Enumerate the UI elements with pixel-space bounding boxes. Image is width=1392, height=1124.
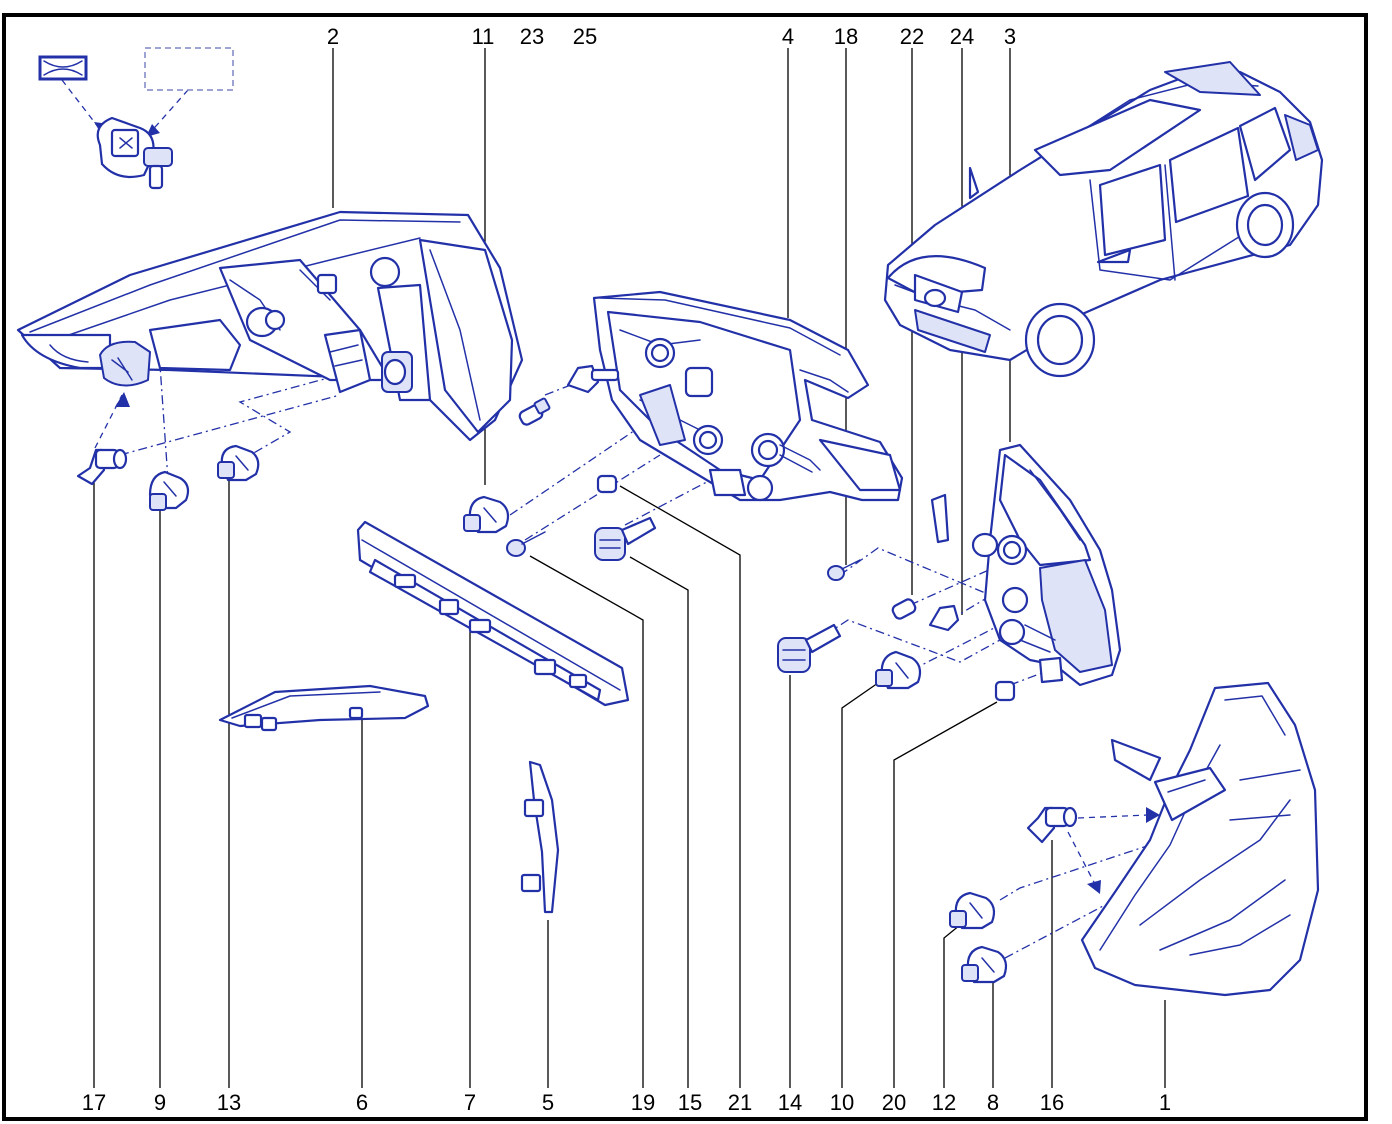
callout-21: 21 — [728, 1090, 752, 1115]
socket-25 — [566, 364, 620, 394]
callout-9: 9 — [154, 1090, 166, 1115]
bulb-11 — [463, 495, 510, 534]
callout-5: 5 — [542, 1090, 554, 1115]
callout-18: 18 — [834, 24, 858, 49]
screw-19 — [506, 531, 546, 557]
callout-15: 15 — [678, 1090, 702, 1115]
legend-bulb-icon — [96, 116, 173, 190]
diagram-frame — [2, 13, 1368, 1121]
callout-22: 22 — [900, 24, 924, 49]
grommet-21 — [596, 474, 618, 494]
callout-6: 6 — [356, 1090, 368, 1115]
legend-box-dashed — [144, 47, 234, 91]
bulb-holder-16 — [1026, 806, 1078, 844]
callout-25: 25 — [573, 24, 597, 49]
callout-19: 19 — [631, 1090, 655, 1115]
bulb-holder-17 — [76, 448, 128, 486]
legend-box-solid — [38, 55, 88, 81]
callout-16: 16 — [1040, 1090, 1064, 1115]
callout-4: 4 — [782, 24, 794, 49]
connector-15 — [594, 516, 657, 561]
rear-lamp-assembly — [592, 290, 904, 502]
bulb-12 — [949, 891, 996, 930]
callouts-top: 2 11 23 25 4 18 22 24 3 — [327, 24, 1016, 49]
reflector — [520, 760, 560, 914]
car-illustration — [883, 61, 1324, 378]
bulb-22 — [891, 598, 917, 620]
callout-8: 8 — [987, 1090, 999, 1115]
callout-13: 13 — [217, 1090, 241, 1115]
callout-1: 1 — [1159, 1090, 1171, 1115]
bulb-10 — [875, 650, 922, 690]
callout-10: 10 — [830, 1090, 854, 1115]
rear-lens-cover — [1080, 681, 1320, 997]
callout-20: 20 — [882, 1090, 906, 1115]
callout-11: 11 — [472, 24, 495, 49]
side-repeater — [218, 684, 430, 732]
connector-14 — [777, 623, 842, 673]
callout-14: 14 — [778, 1090, 802, 1115]
bulb-23 — [518, 397, 551, 426]
callouts-bottom: 17 9 13 6 7 5 19 15 21 14 10 20 12 8 16 … — [82, 1090, 1171, 1115]
callout-17: 17 — [82, 1090, 106, 1115]
callout-7: 7 — [464, 1090, 476, 1115]
screw-18 — [827, 559, 861, 581]
callout-24: 24 — [950, 24, 974, 49]
callout-12: 12 — [932, 1090, 956, 1115]
callout-2: 2 — [327, 24, 339, 49]
grommet-20 — [994, 680, 1016, 702]
bulb-9 — [148, 470, 190, 511]
tail-lamp-assembly — [930, 443, 1122, 687]
bulb-type-legend — [38, 47, 234, 190]
callout-23: 23 — [520, 24, 544, 49]
bulb-13 — [217, 444, 260, 482]
socket-24 — [928, 604, 960, 632]
bulb-8 — [961, 945, 1008, 984]
light-strip — [356, 520, 630, 707]
headlamp-assembly — [16, 210, 524, 442]
callout-3: 3 — [1004, 24, 1016, 49]
